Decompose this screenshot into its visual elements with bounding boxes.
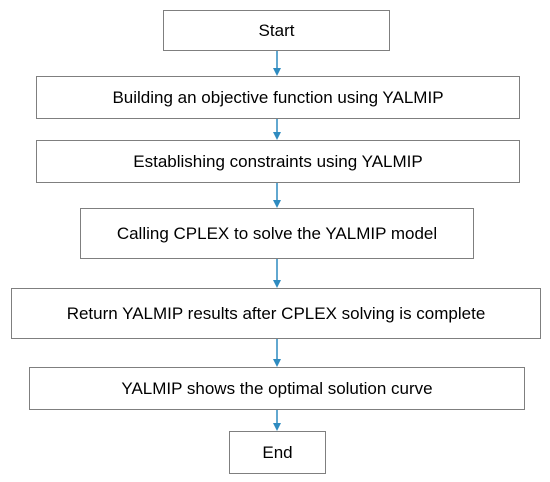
node-return-label: Return YALMIP results after CPLEX solvin…	[66, 304, 486, 323]
node-solve: Calling CPLEX to solve the YALMIP model	[80, 208, 474, 259]
node-end: End	[229, 431, 326, 474]
node-show: YALMIP shows the optimal solution curve	[29, 367, 525, 410]
node-start-label: Start	[258, 21, 295, 40]
node-show-label: YALMIP shows the optimal solution curve	[121, 379, 433, 398]
node-constraints: Establishing constraints using YALMIP	[36, 140, 520, 183]
node-end-label: End	[262, 443, 293, 462]
node-solve-label: Calling CPLEX to solve the YALMIP model	[116, 224, 438, 243]
node-objective: Building an objective function using YAL…	[36, 76, 520, 119]
node-constraints-label: Establishing constraints using YALMIP	[133, 152, 423, 171]
node-objective-label: Building an objective function using YAL…	[112, 88, 444, 107]
node-return: Return YALMIP results after CPLEX solvin…	[11, 288, 541, 339]
node-start: Start	[163, 10, 390, 51]
